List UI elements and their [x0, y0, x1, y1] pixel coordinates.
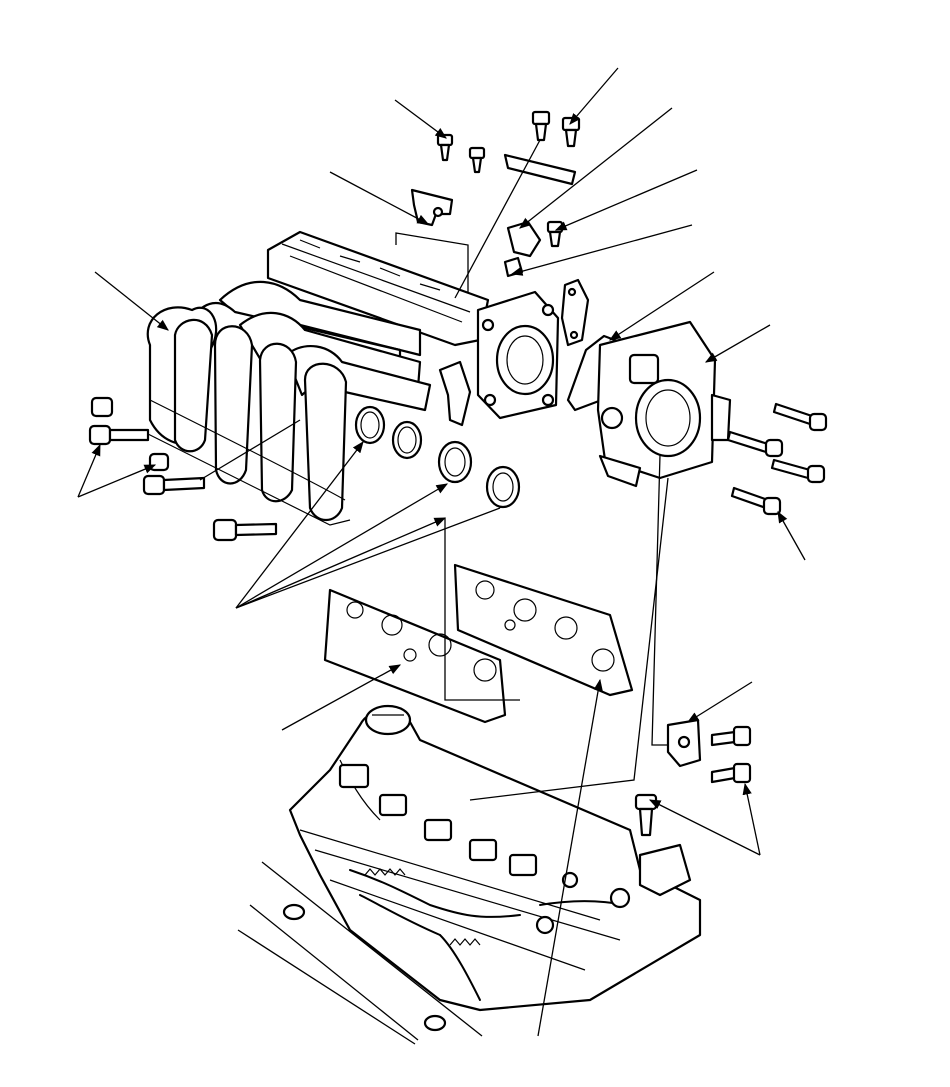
nut-icon	[282, 903, 306, 921]
cylinder-head	[282, 704, 702, 1032]
bolt-icon	[710, 725, 752, 747]
seal-ring-icon	[485, 465, 521, 509]
bolt-icon	[730, 486, 782, 516]
bolt-icon	[531, 110, 551, 142]
bolt-icon	[772, 402, 828, 432]
seal-ring-icon	[437, 440, 473, 484]
bolt-icon	[546, 220, 564, 248]
lower-bracket	[634, 718, 752, 837]
seal-ring-icon	[391, 420, 423, 460]
bolt-icon	[142, 474, 206, 496]
intake-manifold	[139, 230, 560, 526]
bolt-icon	[726, 430, 784, 458]
bolt-icon	[710, 762, 752, 784]
nut-icon	[148, 452, 170, 472]
bolt-icon	[436, 133, 454, 162]
bolt-icon	[770, 458, 826, 484]
seal-ring-icon	[354, 405, 386, 445]
bolt-icon	[88, 424, 150, 446]
throttle-body-bolts	[726, 402, 828, 516]
nut-icon	[423, 1014, 447, 1032]
leader-lines	[77, 67, 806, 1045]
bolt-icon	[561, 116, 581, 148]
bolt-icon	[212, 518, 278, 542]
port-seals	[354, 405, 521, 509]
throttle-body	[566, 320, 732, 488]
manifold-bolts	[88, 396, 278, 542]
nut-icon	[90, 396, 114, 418]
bolt-icon	[468, 146, 486, 174]
manifold-gasket-rear	[453, 563, 634, 697]
manifold-gasket-front	[323, 588, 507, 724]
